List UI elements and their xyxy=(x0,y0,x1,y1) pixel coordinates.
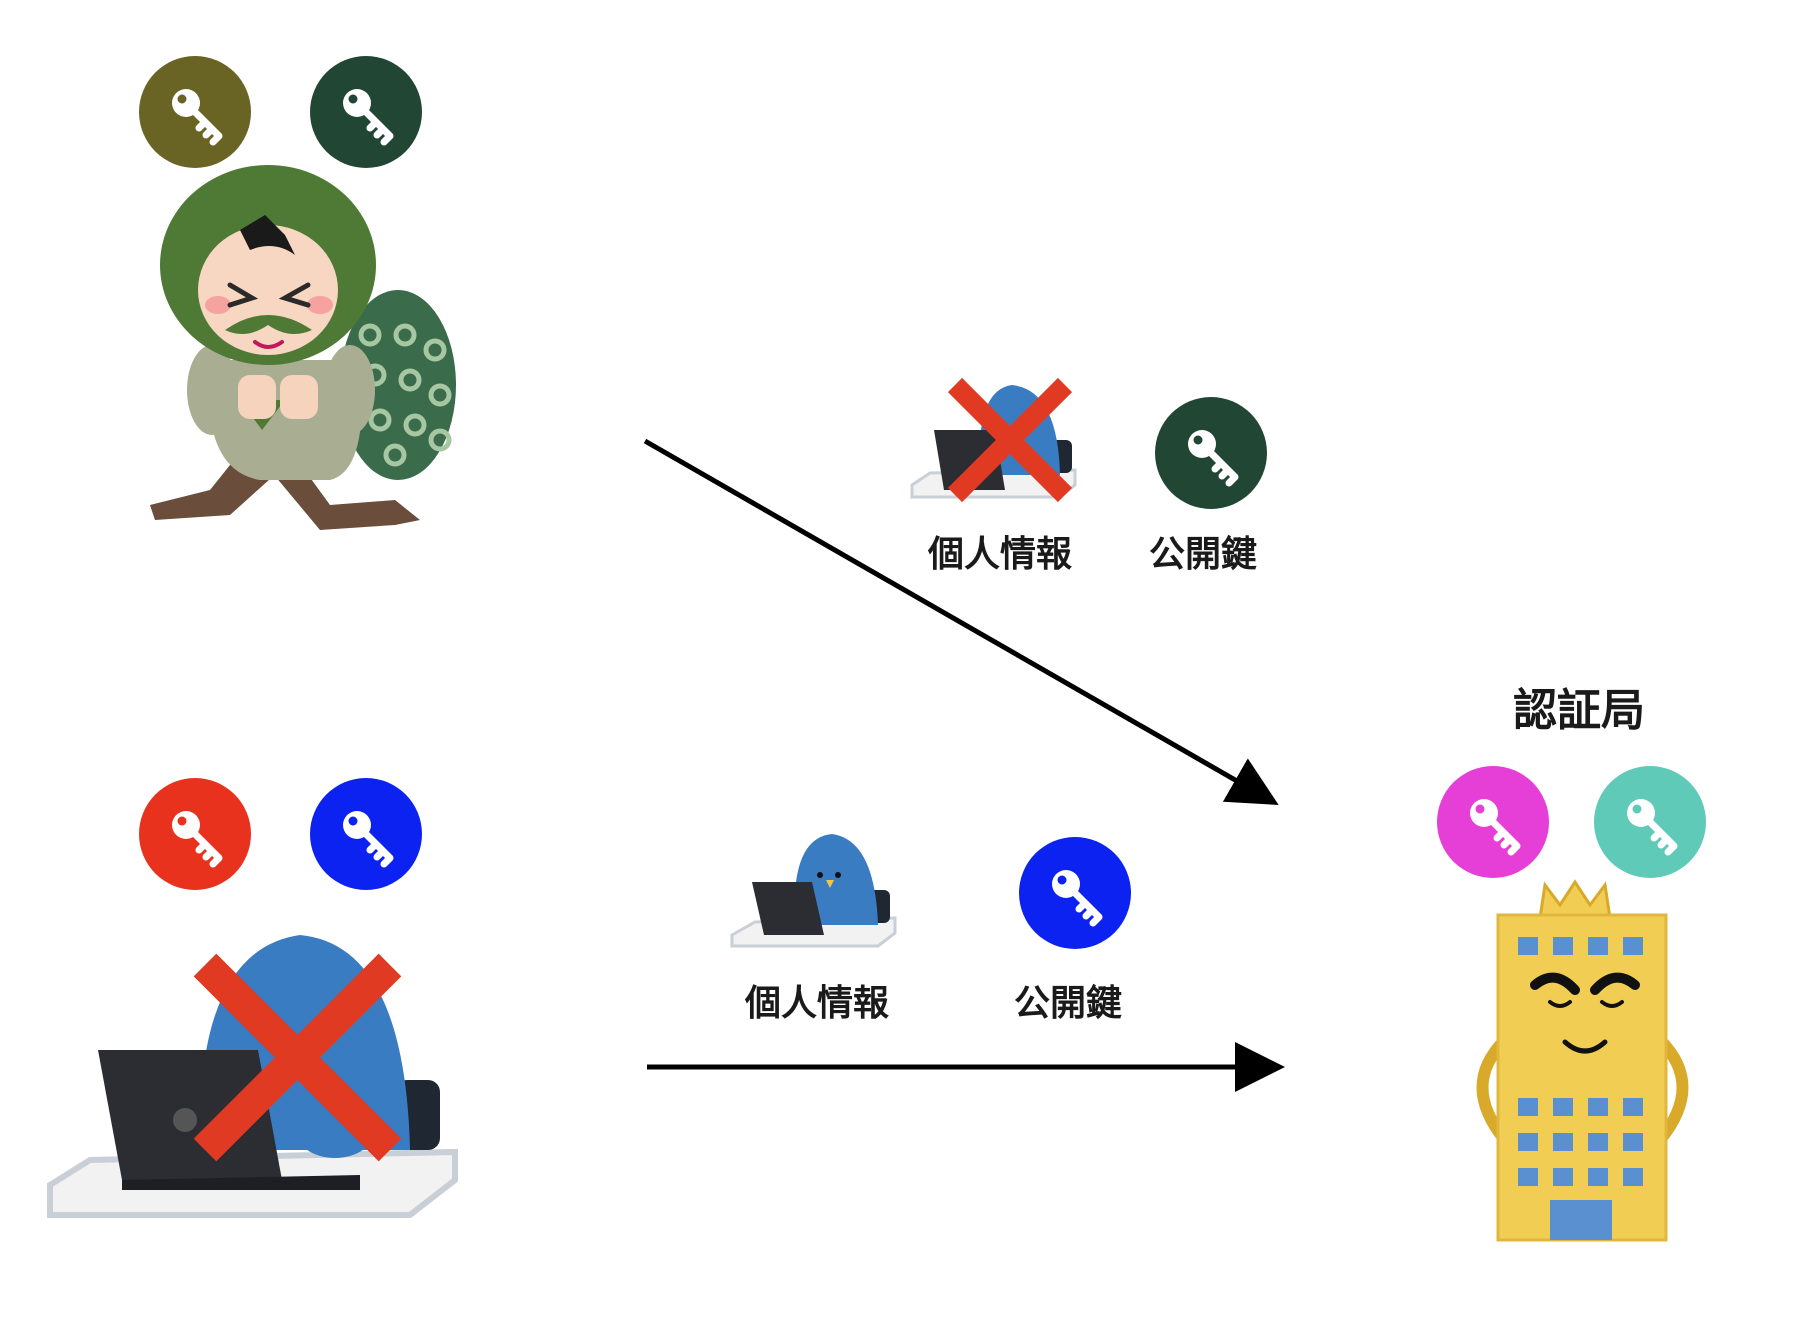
certificate-authority-label: 認証局 xyxy=(1513,685,1645,736)
key-icon xyxy=(1594,766,1706,878)
cross-mark-icon xyxy=(947,377,1073,503)
personal-info-label: 個人情報 xyxy=(927,534,1072,575)
personal-info-label: 個人情報 xyxy=(744,983,889,1024)
personal-info-illustration xyxy=(730,834,897,948)
public-key-label: 公開鍵 xyxy=(1149,533,1257,575)
key-icon xyxy=(310,778,422,890)
ca-keys xyxy=(1437,766,1706,878)
key-icon xyxy=(310,56,422,168)
key-icon xyxy=(139,56,251,168)
user-keys xyxy=(139,778,422,890)
certificate-authority-building-illustration xyxy=(1476,879,1689,1242)
thief-illustration xyxy=(150,165,456,530)
thief-keys xyxy=(139,56,422,168)
key-icon xyxy=(1437,766,1549,878)
cross-mark-icon xyxy=(193,953,402,1162)
public-key-label: 公開鍵 xyxy=(1014,982,1122,1024)
key-icon xyxy=(139,778,251,890)
key-icon xyxy=(1019,837,1131,949)
key-icon xyxy=(1155,397,1267,509)
thief-to-ca-arrow xyxy=(643,438,1279,805)
